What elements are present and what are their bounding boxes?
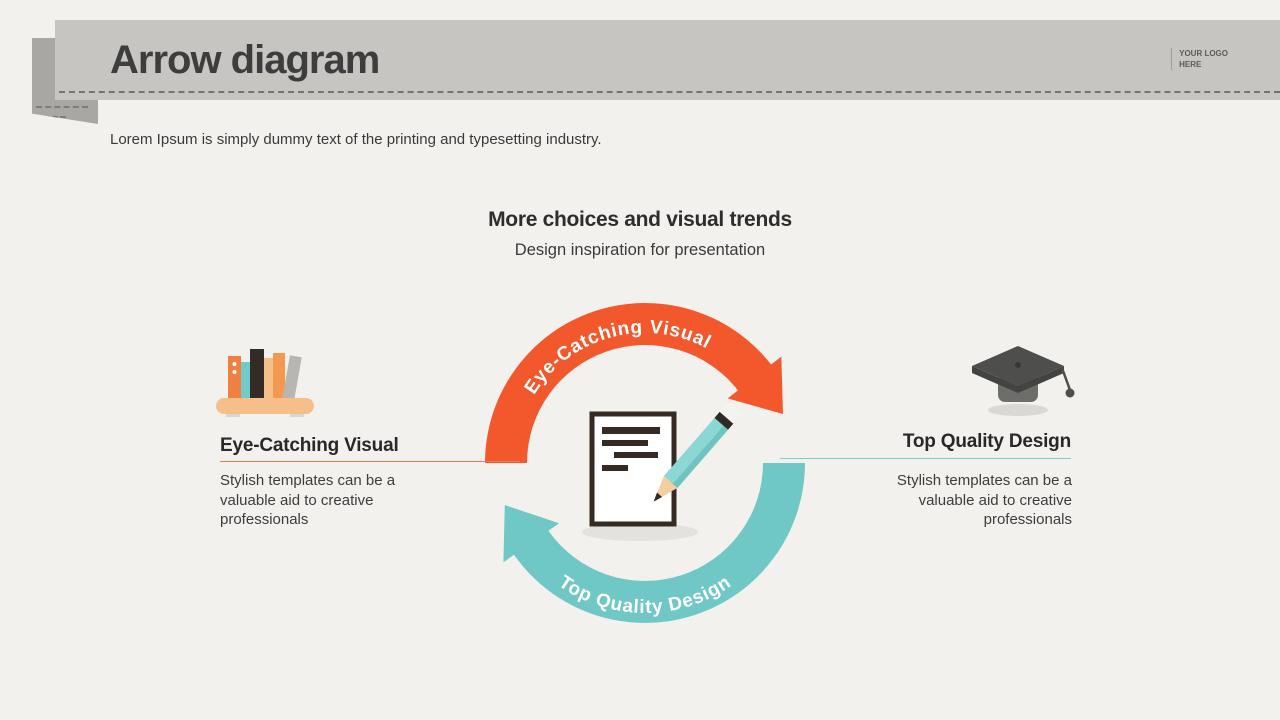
item-accent-rule-right (780, 458, 1071, 459)
bookshelf-icon (216, 349, 314, 417)
center-shadow (582, 523, 698, 541)
ribbon-dash-line (36, 116, 66, 118)
item-title-right: Top Quality Design (902, 431, 1071, 452)
logo-line-1: YOUR LOGO (1179, 49, 1228, 58)
circular-arrow-orange (485, 302, 783, 463)
intro-text: Lorem Ipsum is simply dummy text of the … (110, 131, 602, 148)
graduation-cap-icon (972, 346, 1075, 416)
circular-arrow-teal (503, 463, 805, 623)
ribbon-dash-line (36, 106, 88, 108)
item-title-left: Eye-Catching Visual (220, 435, 399, 456)
diagram-subtitle: Design inspiration for presentation (514, 241, 766, 259)
header-band: Arrow diagram YOUR LOGO HERE (55, 20, 1280, 100)
document-icon (589, 411, 677, 527)
logo-placeholder: YOUR LOGO HERE (1171, 48, 1228, 70)
item-accent-rule-left (220, 461, 520, 462)
diagram-title: More choices and visual trends (488, 208, 792, 231)
item-description-right: Stylish templates can be a valuable aid … (896, 472, 1072, 528)
page-title: Arrow diagram (110, 38, 380, 82)
pencil-icon (653, 403, 741, 502)
logo-line-2: HERE (1179, 60, 1202, 69)
header-dashed-divider (59, 91, 1280, 93)
item-description-left: Stylish templates can be a valuable aid … (220, 472, 396, 528)
circular-arrow-diagram: Eye-Catching Visual Top Quality Design (485, 302, 805, 623)
